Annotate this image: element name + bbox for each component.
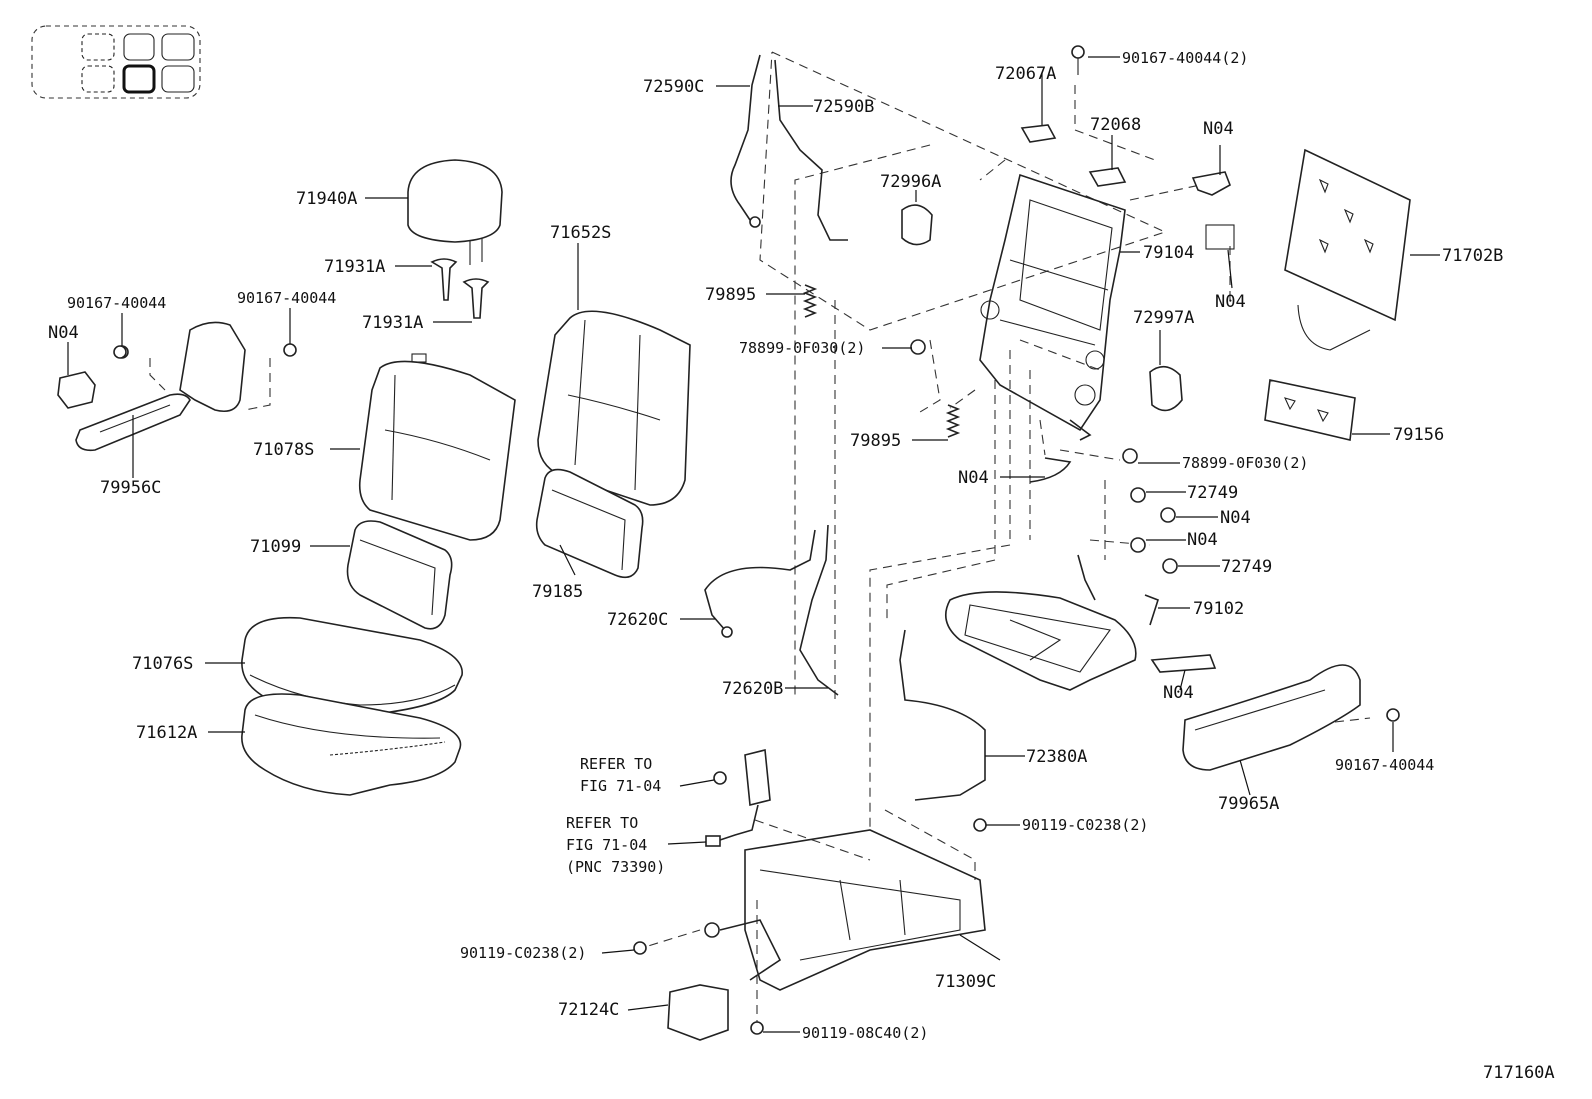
label-71078S: 71078S bbox=[253, 440, 314, 460]
bolts bbox=[113, 45, 1400, 1035]
seat-track-71309C bbox=[704, 829, 986, 991]
label-90167-40044-b: 90167-40044 bbox=[237, 289, 336, 307]
label-79104: 79104 bbox=[1143, 243, 1194, 263]
label-71931A-b: 71931A bbox=[362, 313, 423, 333]
label-N04-c: N04 bbox=[1215, 292, 1246, 312]
headrest-71940A bbox=[407, 159, 503, 319]
label-71940A: 71940A bbox=[296, 189, 357, 209]
springs-79895 bbox=[802, 284, 961, 438]
label-72590C: 72590C bbox=[643, 77, 704, 97]
label-72749-b: 72749 bbox=[1221, 557, 1272, 577]
bracket-79956C bbox=[57, 321, 297, 452]
label-90167-40044-2: 90167-40044(2) bbox=[1122, 49, 1248, 67]
label-78899-0F030-2-a: 78899-0F030(2) bbox=[739, 339, 865, 357]
label-79895-b: 79895 bbox=[850, 431, 901, 451]
lumbar-pad-71099 bbox=[346, 520, 453, 630]
label-79185: 79185 bbox=[532, 582, 583, 602]
label-90119-C0238-2-b: 90119-C0238(2) bbox=[460, 944, 586, 962]
pad-n04 bbox=[1150, 654, 1217, 673]
seat-back-frame-79104 bbox=[979, 173, 1126, 441]
label-refer2-line1: REFER TO bbox=[566, 814, 638, 832]
label-79895-a: 79895 bbox=[705, 285, 756, 305]
assembly-guide-lines bbox=[149, 51, 1371, 1025]
label-72997A: 72997A bbox=[1133, 308, 1194, 328]
label-N04-g: N04 bbox=[1163, 683, 1194, 703]
cushion-frame-79102 bbox=[944, 554, 1159, 691]
seat-belt-buckle bbox=[705, 748, 771, 847]
label-71076S: 71076S bbox=[132, 654, 193, 674]
label-N04-d: N04 bbox=[958, 468, 989, 488]
label-72996A: 72996A bbox=[880, 172, 941, 192]
label-72067A: 72067A bbox=[995, 64, 1056, 84]
part-labels: 72590C 72590B 72067A 90167-40044(2) 7206… bbox=[48, 49, 1555, 1083]
label-72620B: 72620B bbox=[722, 679, 783, 699]
label-72749-a: 72749 bbox=[1187, 483, 1238, 503]
label-72620C: 72620C bbox=[607, 610, 668, 630]
small-parts bbox=[901, 124, 1235, 412]
label-71309C: 71309C bbox=[935, 972, 996, 992]
label-78899-0F030-2-b: 78899-0F030(2) bbox=[1182, 454, 1308, 472]
label-N04-a: N04 bbox=[1203, 119, 1234, 139]
cover-72124C bbox=[667, 984, 729, 1041]
label-90119-08C40-2: 90119-08C40(2) bbox=[802, 1024, 928, 1042]
figure-id: 717160A bbox=[1483, 1063, 1555, 1083]
label-71612A: 71612A bbox=[136, 723, 197, 743]
label-refer1-line2: FIG 71-04 bbox=[580, 777, 661, 795]
label-72068: 72068 bbox=[1090, 115, 1141, 135]
label-refer2-line2: FIG 71-04 bbox=[566, 836, 647, 854]
plate-79156 bbox=[1264, 379, 1356, 441]
label-79156: 79156 bbox=[1393, 425, 1444, 445]
label-N04-b: N04 bbox=[48, 323, 79, 343]
label-79956C: 79956C bbox=[100, 478, 161, 498]
label-90167-40044-a: 90167-40044 bbox=[67, 294, 166, 312]
seat-back-cover-71078S bbox=[358, 353, 516, 541]
label-72590B: 72590B bbox=[813, 97, 874, 117]
leader-lines bbox=[67, 56, 1440, 1033]
label-71702B: 71702B bbox=[1442, 246, 1503, 266]
label-71099: 71099 bbox=[250, 537, 301, 557]
label-refer2-line3: (PNC 73390) bbox=[566, 858, 665, 876]
label-90167-40044-c: 90167-40044 bbox=[1335, 756, 1434, 774]
label-71931A-a: 71931A bbox=[324, 257, 385, 277]
label-79102: 79102 bbox=[1193, 599, 1244, 619]
label-72380A: 72380A bbox=[1026, 747, 1087, 767]
label-79965A: 79965A bbox=[1218, 794, 1279, 814]
side-cover-79965A bbox=[1182, 664, 1361, 771]
label-90119-C0238-2-a: 90119-C0238(2) bbox=[1022, 816, 1148, 834]
seat-back-pad-71652S bbox=[537, 310, 691, 506]
label-N04-f: N04 bbox=[1187, 530, 1218, 550]
cables bbox=[704, 54, 1072, 801]
seat-position-indicator bbox=[31, 25, 201, 99]
label-71652S: 71652S bbox=[550, 223, 611, 243]
seat-cushion-pad-71612A bbox=[241, 693, 462, 796]
label-N04-e: N04 bbox=[1220, 508, 1251, 528]
label-72124C: 72124C bbox=[558, 1000, 619, 1020]
back-board-71702B bbox=[1284, 148, 1411, 351]
label-refer1-line1: REFER TO bbox=[580, 755, 652, 773]
